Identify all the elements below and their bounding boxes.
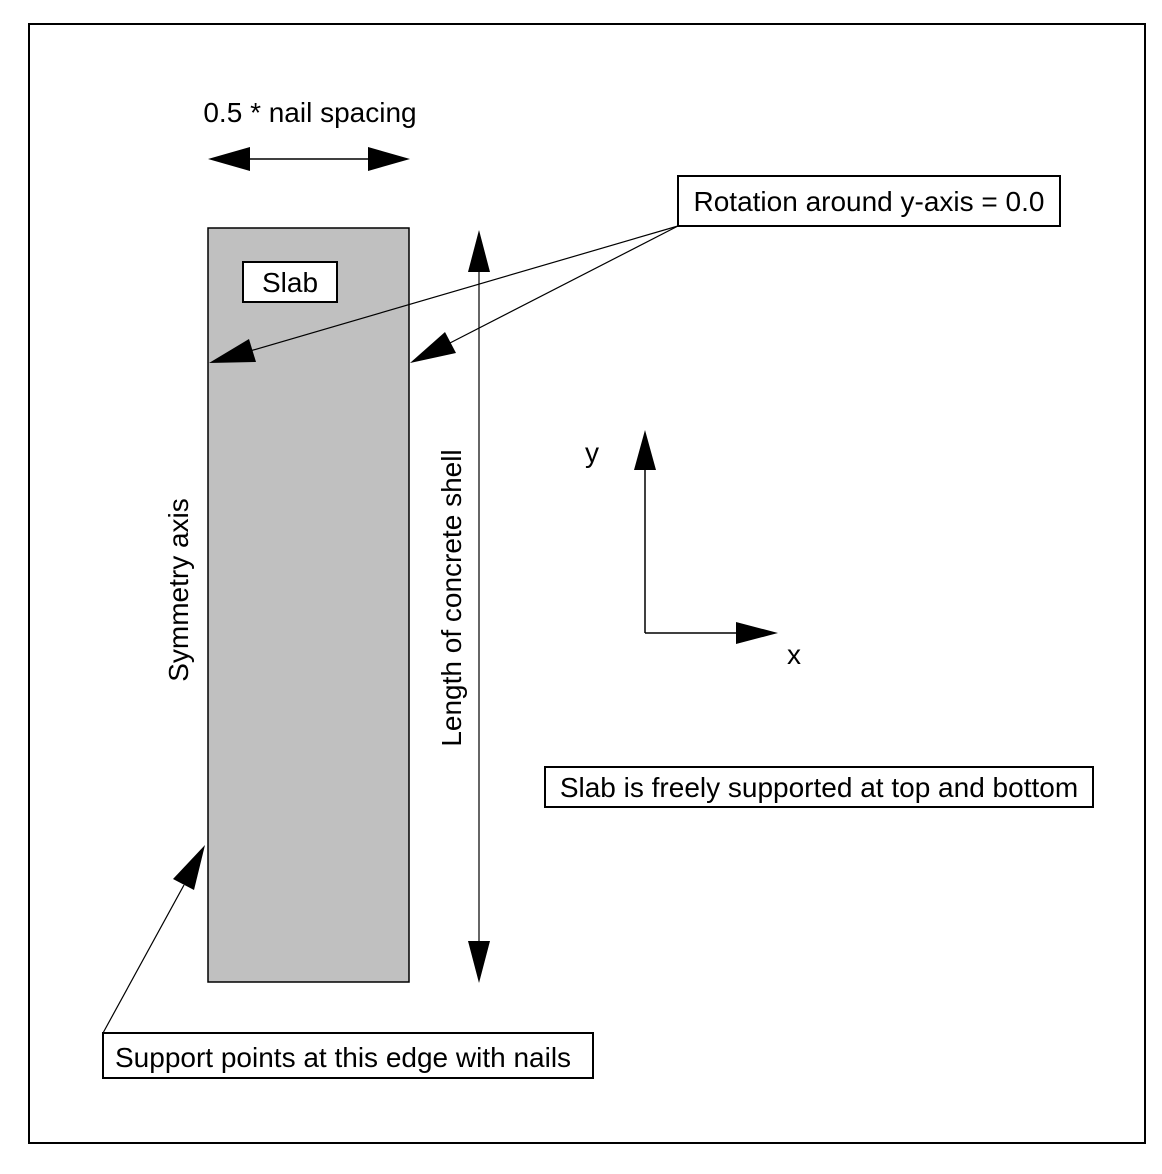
nail-support-leader-line <box>102 884 185 1034</box>
rotation-leader-line-right <box>447 225 679 345</box>
nail-spacing-arrowhead-right <box>368 147 410 171</box>
shell-length-arrowhead-bottom <box>468 941 490 983</box>
x-axis-label: x <box>787 639 801 670</box>
nail-spacing-label: 0.5 * nail spacing <box>203 97 416 128</box>
shell-length-label: Length of concrete shell <box>436 449 467 746</box>
slab-rect <box>207 227 410 983</box>
slab-label: Slab <box>262 267 318 298</box>
nail-support-box <box>102 1032 594 1079</box>
x-axis-arrowhead <box>736 622 778 644</box>
y-axis-arrowhead <box>634 430 656 470</box>
rotation-constraint-box <box>677 175 1061 227</box>
shell-length-arrowhead-top <box>468 230 490 272</box>
rotation-constraint-label: Rotation around y-axis = 0.0 <box>694 186 1045 217</box>
rotation-arrowhead-right <box>410 332 456 363</box>
diagram-border <box>28 23 1146 1144</box>
support-condition-label: Slab is freely supported at top and bott… <box>560 772 1078 803</box>
rotation-leader-line-left <box>249 225 679 352</box>
nail-spacing-arrowhead-left <box>208 147 250 171</box>
nail-support-arrowhead <box>173 845 205 890</box>
nail-support-label: Support points at this edge with nails <box>115 1042 571 1073</box>
y-axis-label: y <box>585 437 599 468</box>
support-condition-box <box>544 766 1094 808</box>
symmetry-axis-label: Symmetry axis <box>163 498 194 682</box>
slab-label-box <box>242 261 338 303</box>
rotation-arrowhead-left <box>209 339 256 363</box>
